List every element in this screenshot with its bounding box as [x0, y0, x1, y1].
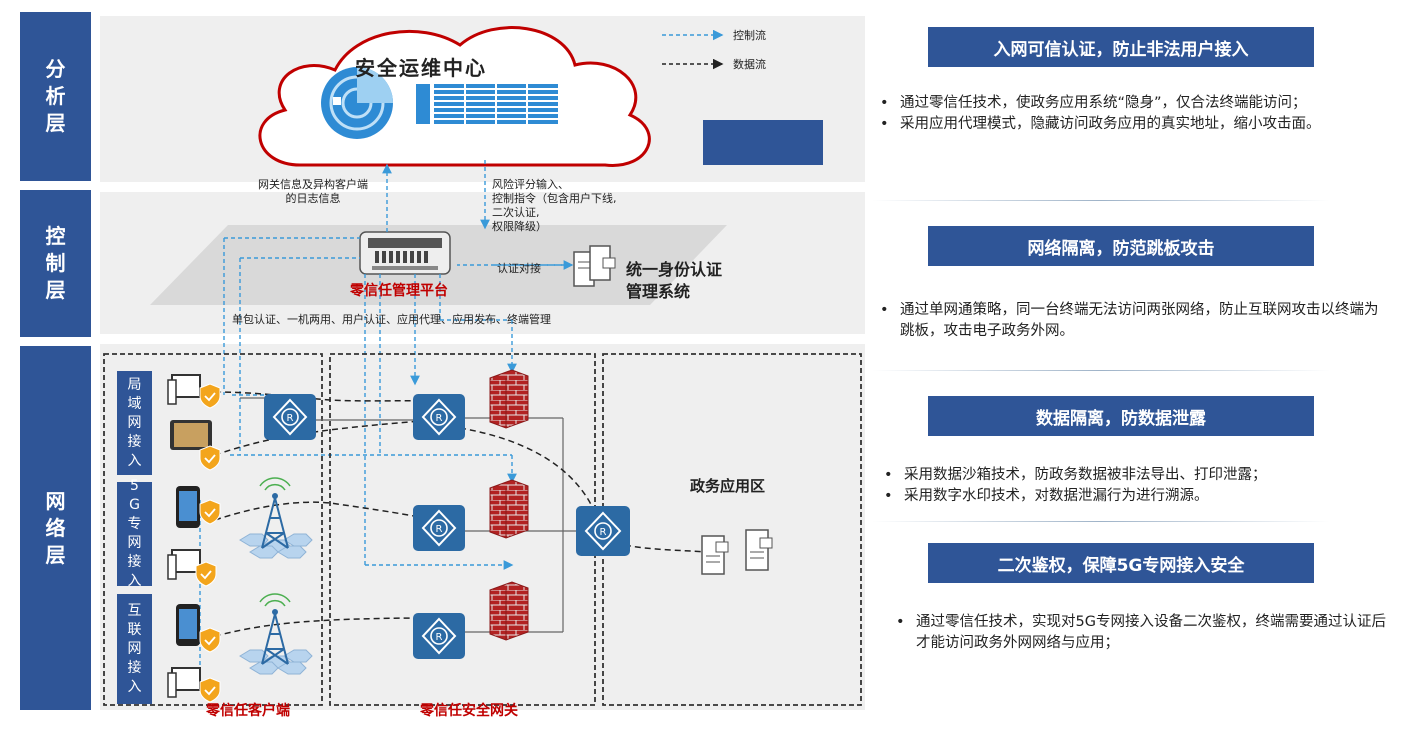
feature-title-secondary-auth: 二次鉴权，保障5G专网接入安全	[928, 543, 1314, 583]
app-server-icon	[745, 529, 773, 571]
shield-icon	[195, 383, 221, 703]
legend-control-flow: 控制流	[733, 29, 766, 42]
risk-note-line: 二次认证,	[492, 206, 540, 219]
management-appliance-icon	[359, 231, 451, 275]
soc-title: 安全运维中心	[355, 56, 487, 80]
layer-label-analysis: 分析层	[20, 12, 91, 181]
router-icon: R	[413, 505, 465, 551]
risk-note-line: 权限降级）	[492, 220, 547, 233]
identity-system-line2: 管理系统	[626, 282, 691, 301]
zt-management-platform-label: 零信任管理平台	[350, 283, 448, 299]
firewall-icon	[489, 581, 529, 641]
phone-icon	[176, 604, 200, 646]
network-band	[100, 344, 865, 710]
svg-text:R: R	[287, 413, 294, 424]
feature-divider	[872, 370, 1330, 371]
identity-system-line1: 统一身份认证	[626, 260, 723, 279]
pc-icon	[167, 549, 201, 580]
legend-data-flow: 数据流	[733, 58, 766, 71]
feature-list-trusted-access: 通过零信任技术，使政务应用系统“隐身”，仅合法终端能访问； 采用应用代理模式，隐…	[872, 93, 1382, 135]
log-info-note-line1: 网关信息及异构客户端	[258, 178, 368, 191]
log-info-note: 网关信息及异构客户端 的日志信息	[258, 178, 368, 206]
feature-bullet: 采用应用代理模式，隐藏访问政务应用的真实地址，缩小攻击面。	[872, 114, 1382, 135]
feature-bullet: 采用数字水印技术，对数据泄漏行为进行溯源。	[876, 486, 1386, 507]
feature-bullet: 采用数据沙箱技术，防政务数据被非法导出、打印泄露；	[876, 465, 1386, 486]
feature-bullet: 通过单网通策略，同一台终端无法访问两张网络，防止互联网攻击以终端为跳板，攻击电子…	[872, 300, 1382, 342]
feature-list-secondary-auth: 通过零信任技术，实现对5G专网接入设备二次鉴权，终端需要通过认证后才能访问政务外…	[888, 612, 1388, 654]
feature-divider	[872, 200, 1330, 201]
cell-tower-icon	[239, 593, 313, 675]
router-icon: R	[413, 394, 465, 440]
radar-icon	[321, 67, 393, 139]
architecture-diagram: R R R R R	[103, 26, 862, 706]
pc-icon	[167, 667, 201, 698]
svg-text:R: R	[436, 632, 443, 643]
server-rack-icon	[416, 84, 558, 124]
svg-text:R: R	[436, 413, 443, 424]
identity-server-icon	[573, 245, 616, 287]
zt-gateway-label: 零信任安全网关	[420, 703, 518, 719]
gov-app-zone-label: 政务应用区	[690, 477, 766, 495]
firewall-icon	[489, 369, 529, 429]
router-icon: R	[264, 394, 316, 440]
firewall-icon	[489, 479, 529, 539]
feature-title-network-isolation: 网络隔离，防范跳板攻击	[928, 226, 1314, 266]
svg-text:R: R	[600, 527, 607, 538]
risk-note-line: 控制指令（包含用户下线,	[492, 192, 617, 205]
identity-system-label: 统一身份认证 管理系统	[626, 259, 722, 303]
layer-label-control: 控制层	[20, 190, 91, 337]
router-icon: R	[576, 506, 630, 556]
feature-divider	[872, 521, 1330, 522]
phone-icon	[176, 486, 200, 528]
feature-title-trusted-access: 入网可信认证，防止非法用户接入	[928, 27, 1314, 67]
zt-client-label: 零信任客户端	[206, 703, 290, 719]
feature-list-data-isolation: 采用数据沙箱技术，防政务数据被非法导出、打印泄露； 采用数字水印技术，对数据泄漏…	[876, 465, 1386, 507]
access-lan-label: 局域网接入	[117, 371, 152, 475]
app-server-icon	[701, 535, 729, 575]
feature-bullet: 通过零信任技术，实现对5G专网接入设备二次鉴权，终端需要通过认证后才能访问政务外…	[888, 612, 1388, 654]
router-icon: R	[413, 613, 465, 659]
cell-tower-icon	[239, 477, 313, 559]
layer-label-network: 网络层	[20, 346, 91, 710]
gov-app-zone-box	[602, 353, 862, 706]
risk-control-note: 风险评分输入、 控制指令（包含用户下线, 二次认证, 权限降级）	[492, 178, 617, 234]
risk-note-line: 风险评分输入、	[492, 178, 569, 191]
log-info-note-line2: 的日志信息	[285, 192, 341, 205]
feature-title-data-isolation: 数据隔离，防数据泄露	[928, 396, 1314, 436]
pc-icon	[167, 374, 201, 405]
analysis-blue-block	[703, 120, 823, 165]
tablet-icon	[170, 420, 212, 450]
client-zone-box	[103, 353, 323, 706]
feature-list-network-isolation: 通过单网通策略，同一台终端无法访问两张网络，防止互联网攻击以终端为跳板，攻击电子…	[872, 300, 1382, 342]
auth-integration-label: 认证对接	[497, 262, 541, 275]
access-internet-label: 互联网接入	[117, 594, 152, 704]
feature-bullet: 通过零信任技术，使政务应用系统“隐身”，仅合法终端能访问；	[872, 93, 1382, 114]
access-5g-label: 5G专网接入	[117, 478, 152, 589]
svg-text:R: R	[436, 524, 443, 535]
platform-functions: 单包认证、一机两用、用户认证、应用代理、应用发布、终端管理	[232, 313, 551, 326]
